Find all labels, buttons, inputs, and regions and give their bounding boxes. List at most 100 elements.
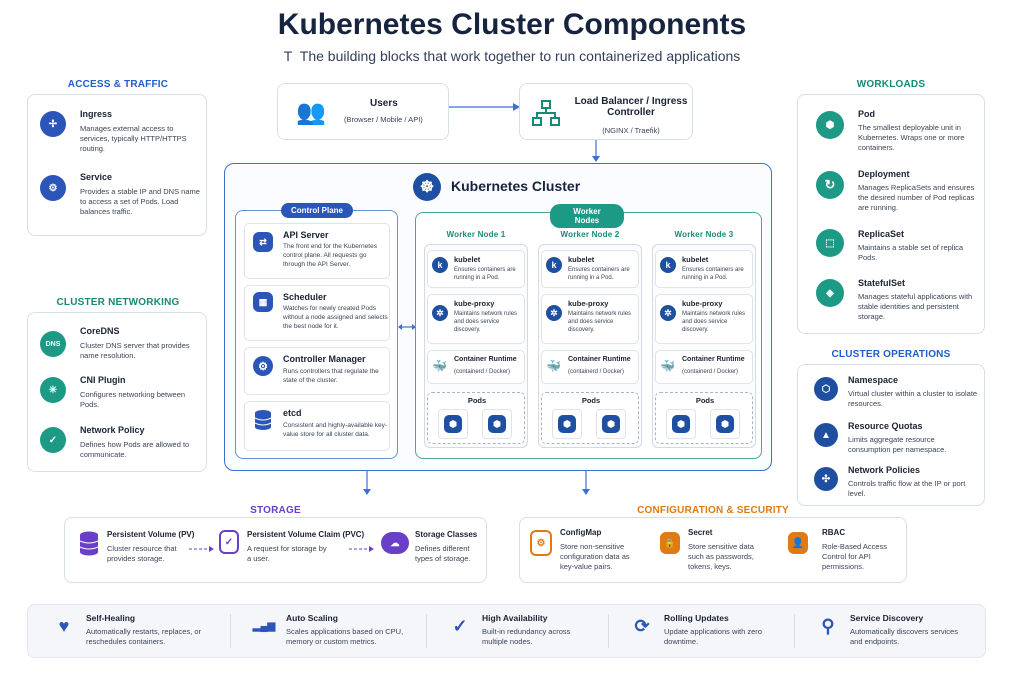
kubelet-title: kubelet xyxy=(568,255,595,264)
storage-heading: STORAGE xyxy=(250,505,301,516)
storage-card: Persistent Volume (PV) Cluster resource … xyxy=(64,517,487,583)
coredns-title: CoreDNS xyxy=(80,326,120,336)
kube-proxy-title: kube-proxy xyxy=(682,299,723,308)
scheduler-card: ▦ Scheduler Watches for newly created Po… xyxy=(244,285,390,341)
coredns-desc: Cluster DNS server that provides name re… xyxy=(80,341,190,361)
workloads-card: ⬢ Pod The smallest deployable unit in Ku… xyxy=(797,94,985,334)
kubelet-desc: Ensures containers are running in a Pod. xyxy=(568,267,630,282)
kube-proxy-desc: Maintains network rules and does service… xyxy=(454,311,518,334)
scheduler-title: Scheduler xyxy=(283,292,327,302)
kube-proxy-card: ✲ kube-proxy Maintains network rules and… xyxy=(541,294,639,344)
ingress-icon: ✢ xyxy=(40,111,66,137)
rbac-title: RBAC xyxy=(822,528,846,537)
ingress-desc: Manages external access to services, typ… xyxy=(80,124,187,154)
kube-proxy-icon: ✲ xyxy=(432,305,448,321)
pod-cube-icon: ⬢ xyxy=(558,415,576,433)
pods-group: Pods ⬢ ⬢ xyxy=(427,392,525,444)
runtime-title: Container Runtime xyxy=(568,356,631,363)
pod-cube-icon: ⬢ xyxy=(716,415,734,433)
operations-heading: CLUSTER OPERATIONS xyxy=(831,349,951,360)
service-icon: ⚙ xyxy=(40,175,66,201)
docker-whale-icon: 🐳 xyxy=(546,359,561,373)
kube-proxy-card: ✲ kube-proxy Maintains network rules and… xyxy=(427,294,525,344)
lb-title: Load Balancer / Ingress Controller xyxy=(574,96,688,118)
runtime-desc: (containerd / Docker) xyxy=(454,369,511,375)
pods-label: Pods xyxy=(695,396,715,405)
network-tree-icon xyxy=(532,100,560,126)
netpolicy-title: Network Policy xyxy=(80,425,145,435)
pod-item: ⬢ xyxy=(596,409,626,439)
feature-desc: Scales applications based on CPU, memory… xyxy=(286,627,404,647)
kubelet-desc: Ensures containers are running in a Pod. xyxy=(682,267,744,282)
heart-pulse-icon: ♥ xyxy=(58,615,70,636)
cp-worker-arrow xyxy=(398,324,416,330)
runtime-card: 🐳 Container Runtime (containerd / Docker… xyxy=(427,350,525,384)
lb-to-cluster-arrow xyxy=(592,140,600,162)
database-icon xyxy=(254,409,272,431)
quota-icon: ▲ xyxy=(814,423,838,447)
network-policies-icon: ✣ xyxy=(814,467,838,491)
kubelet-desc: Ensures containers are running in a Pod. xyxy=(454,267,516,282)
pv-desc: Cluster resource that provides storage. xyxy=(107,544,177,564)
feature-divider xyxy=(794,614,795,648)
pvc-desc: A request for storage by a user. xyxy=(247,544,327,564)
networking-card: DNS CoreDNS Cluster DNS server that prov… xyxy=(27,312,207,472)
feature-desc: Automatically restarts, replaces, or res… xyxy=(86,627,202,647)
users-title: Users xyxy=(370,98,398,109)
access-heading: ACCESS & TRAFFIC xyxy=(67,79,169,90)
netpolicy-desc: Defines how Pods are allowed to communic… xyxy=(80,440,190,460)
network-policies-title: Network Policies xyxy=(848,465,921,475)
api-server-icon: ⇄ xyxy=(253,232,273,252)
namespace-title: Namespace xyxy=(848,375,899,385)
users-to-lb-arrow xyxy=(449,103,520,111)
pods-label: Pods xyxy=(467,396,487,405)
rbac-desc: Role-Based Access Control for API permis… xyxy=(822,542,888,572)
shield-icon: ✓ xyxy=(40,427,66,453)
feature-desc: Automatically discovers services and end… xyxy=(850,627,958,647)
coredns-icon: DNS xyxy=(40,331,66,357)
pod-item: ⬢ xyxy=(552,409,582,439)
chart-up-icon: ▂▄▆ xyxy=(252,620,276,632)
statefulset-icon: ◈ xyxy=(816,279,844,307)
controller-manager-title: Controller Manager xyxy=(283,354,366,364)
etcd-desc: Consistent and highly-available key-valu… xyxy=(283,422,388,438)
secret-desc: Store sensitive data such as passwords, … xyxy=(688,542,754,572)
configmap-desc: Store non-sensitive configuration data a… xyxy=(560,542,630,572)
kubelet-title: kubelet xyxy=(454,255,481,264)
kubelet-title: kubelet xyxy=(682,255,709,264)
namespace-desc: Virtual cluster within a cluster to isol… xyxy=(848,389,978,409)
page-subtitle: T The building blocks that work together… xyxy=(0,48,1024,64)
kube-proxy-desc: Maintains network rules and does service… xyxy=(682,311,746,334)
docker-whale-icon: 🐳 xyxy=(432,359,447,373)
cni-desc: Configures networking between Pods. xyxy=(80,390,186,410)
network-policies-desc: Controls traffic flow at the IP or port … xyxy=(848,479,966,499)
config-card: ⚙ ConfigMap Store non-sensitive configur… xyxy=(519,517,907,583)
configmap-title: ConfigMap xyxy=(560,528,602,537)
cluster-to-storage-arrow xyxy=(363,471,371,495)
users-icon: 👥 xyxy=(296,99,326,126)
sc-title: Storage Classes xyxy=(415,530,478,539)
pod-item: ⬢ xyxy=(438,409,468,439)
runtime-card: 🐳 Container Runtime (containerd / Docker… xyxy=(541,350,639,384)
pods-group: Pods ⬢ ⬢ xyxy=(655,392,753,444)
cluster-to-config-arrow xyxy=(582,471,590,495)
runtime-card: 🐳 Container Runtime (containerd / Docker… xyxy=(655,350,753,384)
users-desc: (Browser / Mobile / API) xyxy=(344,115,423,124)
pv-pvc-arrow xyxy=(189,546,214,552)
gear-icon: ⚙ xyxy=(253,356,273,376)
feature-title: Self-Healing xyxy=(86,613,136,623)
feature-divider xyxy=(426,614,427,648)
kube-proxy-title: kube-proxy xyxy=(454,299,495,308)
feature-desc: Update applications with zero downtime. xyxy=(664,627,762,647)
pod-cube-icon: ⬢ xyxy=(602,415,620,433)
pvc-sc-arrow xyxy=(349,546,374,552)
feature-desc: Built-in redundancy across multiple node… xyxy=(482,627,571,647)
features-bar xyxy=(27,604,986,658)
volume-icon xyxy=(79,531,99,557)
kubelet-icon: k xyxy=(432,257,448,273)
pod-cube-icon: ⬢ xyxy=(488,415,506,433)
config-heading: CONFIGURATION & SECURITY xyxy=(637,505,789,516)
worker-node-title: Worker Node 2 xyxy=(560,230,620,239)
deployment-desc: Manages ReplicaSets and ensures the desi… xyxy=(858,183,975,213)
worker-node-title: Worker Node 1 xyxy=(446,230,506,239)
